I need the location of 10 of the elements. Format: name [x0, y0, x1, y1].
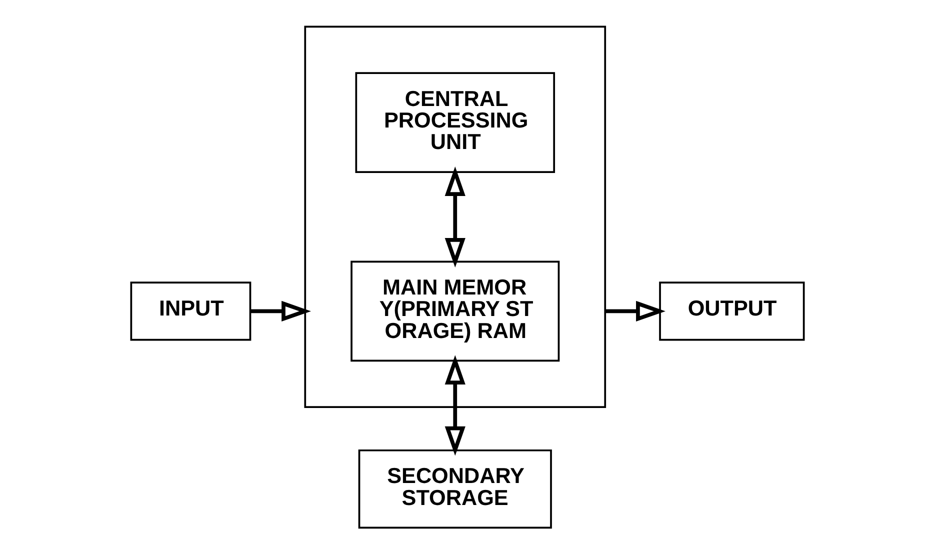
node-box: SECONDARY STORAGE — [358, 449, 552, 529]
arrow — [605, 300, 666, 322]
node-box: CENTRAL PROCESSING UNIT — [355, 72, 556, 173]
arrow — [250, 300, 311, 322]
arrow — [444, 166, 466, 268]
arrow — [444, 355, 466, 456]
node-box: INPUT — [130, 282, 252, 341]
node-box: OUTPUT — [659, 282, 805, 341]
cluster — [304, 26, 606, 408]
node-box: MAIN MEMOR Y(PRIMARY ST ORAGE) RAM — [350, 260, 560, 362]
